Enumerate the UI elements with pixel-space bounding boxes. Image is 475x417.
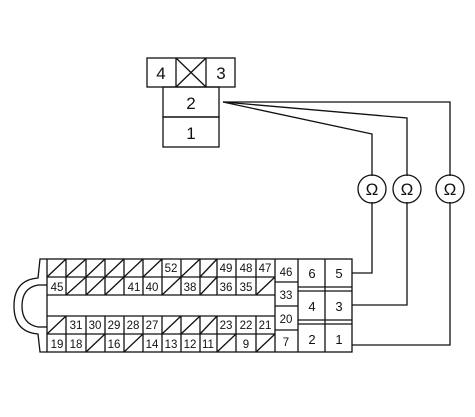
pin-47-label: 47 — [259, 263, 272, 275]
pin-30-label: 30 — [89, 320, 102, 332]
pin-13-label: 13 — [165, 339, 178, 351]
small-pin-4-label: 4 — [156, 64, 165, 83]
pin-2-label: 2 — [308, 332, 315, 347]
pin-46-label: 46 — [280, 267, 293, 279]
pin-22-label: 22 — [240, 320, 253, 332]
ohmmeter-2-icon — [392, 174, 422, 204]
ohm-symbol-1: Ω — [366, 180, 379, 199]
pin-29-label: 29 — [108, 320, 121, 332]
pin-52-label: 52 — [165, 263, 178, 275]
pin-11-label: 11 — [202, 339, 214, 351]
ohmmeter-1-icon — [357, 174, 387, 204]
pin-20-label: 20 — [280, 314, 293, 326]
pin-5-label: 5 — [335, 266, 342, 281]
pin-45-label: 45 — [51, 282, 64, 294]
pin-14-label: 14 — [146, 339, 159, 351]
blocked-cavity-marks — [46, 258, 276, 353]
pin-41-label: 41 — [128, 282, 141, 294]
pin-38-label: 38 — [184, 282, 197, 294]
ohmmeter-3-icon — [435, 174, 465, 204]
pin-3-label: 3 — [335, 299, 342, 314]
pin-6-label: 6 — [308, 266, 315, 281]
small-pin-3-label: 3 — [216, 64, 225, 83]
pin-19-label: 19 — [51, 339, 64, 351]
pin-4-label: 4 — [308, 299, 315, 314]
pin-21-label: 21 — [259, 320, 272, 332]
pin-28-label: 28 — [127, 320, 140, 332]
pin-36-label: 36 — [220, 282, 233, 294]
pin-7-label: 7 — [283, 337, 289, 349]
pin-1-label: 1 — [335, 332, 342, 347]
pin-35-label: 35 — [240, 282, 253, 294]
pin-12-label: 12 — [184, 339, 197, 351]
small-connector — [146, 57, 236, 148]
pin-16-label: 16 — [108, 339, 121, 351]
pin-49-label: 49 — [220, 263, 233, 275]
pin-23-label: 23 — [220, 320, 233, 332]
small-pin-2-label: 2 — [186, 94, 195, 113]
wires — [222, 101, 451, 346]
pin-31-label: 31 — [70, 320, 83, 332]
pin-9-label: 9 — [243, 339, 249, 351]
pin-48-label: 48 — [240, 263, 253, 275]
pin-27-label: 27 — [146, 320, 159, 332]
ohm-symbol-3: Ω — [444, 180, 457, 199]
small-pin-1-label: 1 — [186, 124, 195, 143]
ohm-symbol-2: Ω — [401, 180, 414, 199]
pin-33-label: 33 — [280, 290, 293, 302]
large-connector — [13, 258, 353, 353]
pin-40-label: 40 — [146, 282, 159, 294]
blocked-cavity-icon — [175, 57, 207, 88]
pin-18-label: 18 — [70, 339, 83, 351]
